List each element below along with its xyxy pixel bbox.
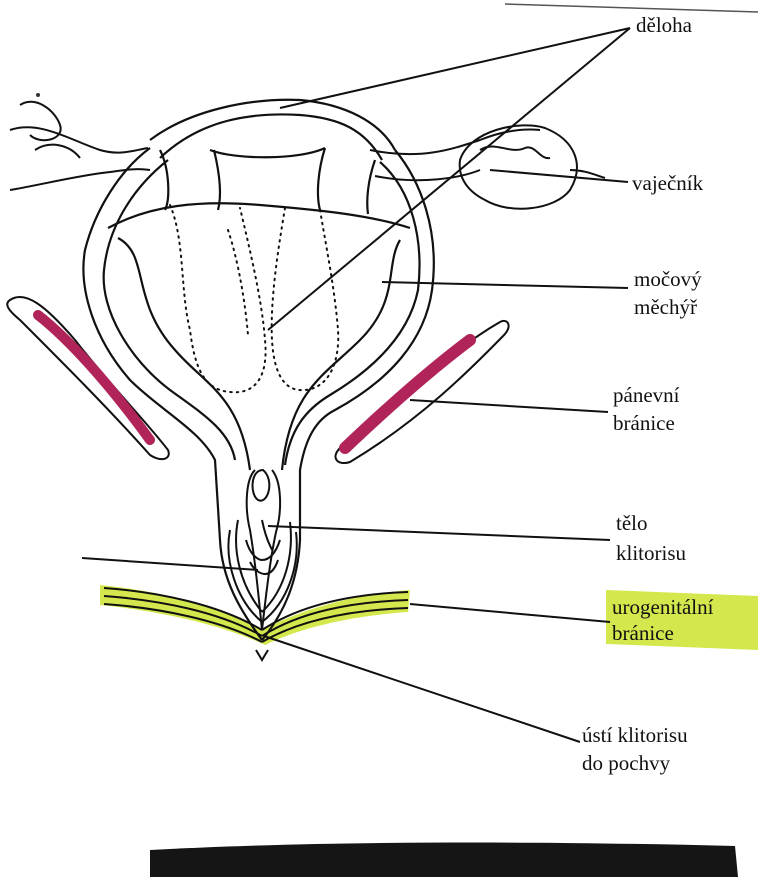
label-usti-l2: do pochvy [582,751,671,775]
label-vajecnik: vaječník [632,171,704,195]
label-urogenitalni-l1: urogenitální [612,595,714,619]
label-panevni-l2: bránice [613,411,675,435]
label-telo-l2: klitorisu [616,541,687,565]
label-mocovy-l2: měchýř [634,295,697,319]
label-panevni-l1: pánevní [613,383,680,407]
label-telo-l1: tělo [616,511,648,535]
bottom-black-bar [150,843,738,877]
label-mocovy-l1: močový [634,267,702,291]
label-usti-l1: ústí klitorisu [582,723,688,747]
label-deloha: děloha [636,13,693,37]
label-urogenitalni-l2: bránice [612,621,674,645]
speck [36,93,40,97]
